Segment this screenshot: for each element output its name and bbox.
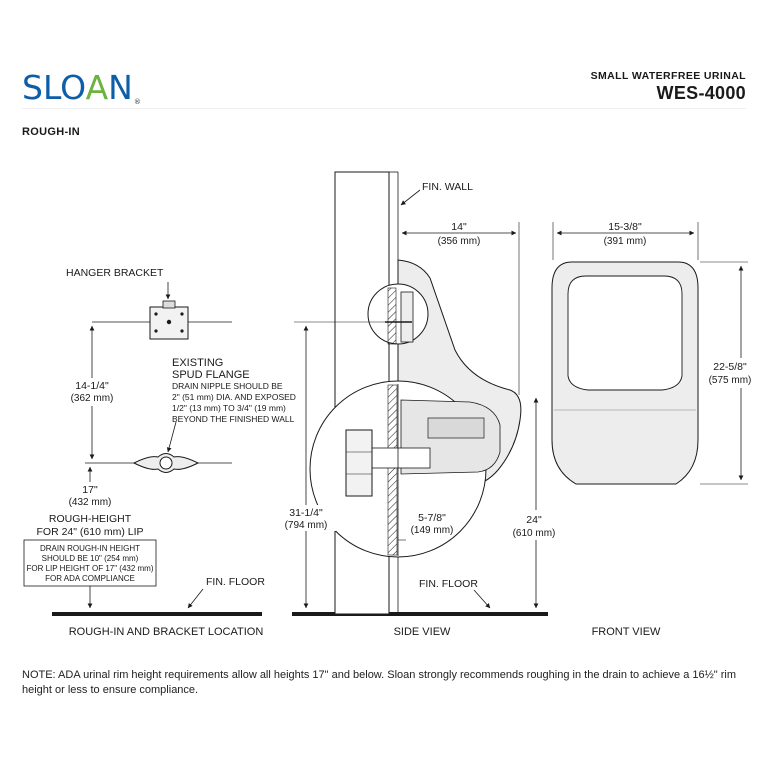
dim-5-7-8-label: 5-7/8" (418, 512, 446, 524)
ada-box-line-4: FOR ADA COMPLIANCE (45, 574, 135, 583)
dim-362-label: (362 mm) (71, 393, 114, 404)
dim-24-label: 24" (526, 514, 542, 526)
drain-note-line-2: 2" (51 mm) DIA. AND EXPOSED (172, 392, 296, 402)
registered-mark: ® (133, 98, 141, 106)
side-view: FIN. WALL 14" (356 mm) 31-1/4" (794 mm) … (276, 171, 564, 638)
urinal-front-bowl (567, 275, 683, 391)
dim-391-label: (391 mm) (604, 236, 647, 247)
dim-17-label: 17" (82, 484, 98, 496)
dim-15-3-8-label: 15-3/8" (608, 221, 642, 233)
drain-note-line-3: 1/2" (13 mm) TO 3/4" (19 mm) (172, 403, 286, 413)
dim-149-label: (149 mm) (411, 525, 454, 536)
hanger-bracket-label: HANGER BRACKET (66, 267, 164, 279)
rough-height-label-1: ROUGH-HEIGHT (49, 513, 132, 525)
fin-wall-label: FIN. WALL (422, 181, 473, 193)
ada-note: NOTE: ADA urinal rim height requirements… (22, 669, 737, 696)
dim-31-1-4-label: 31-1/4" (289, 507, 323, 519)
caption-side-view: SIDE VIEW (394, 626, 451, 638)
product-model: WES-4000 (656, 83, 746, 103)
logo-accent-letter: A (85, 68, 109, 107)
ada-box-line-1: DRAIN ROUGH-IN HEIGHT (40, 544, 140, 553)
drain-fitting-icon (345, 429, 373, 497)
bracket-detail-circle (367, 283, 429, 345)
fin-floor-left-label: FIN. FLOOR (206, 576, 265, 588)
ada-box-line-2: SHOULD BE 10" (254 mm) (42, 554, 139, 563)
dim-794-label: (794 mm) (285, 520, 328, 531)
caption-rough-in: ROUGH-IN AND BRACKET LOCATION (69, 626, 264, 638)
rough-in-bracket-view: HANGER BRACKET EXISTING SPUD FLANGE DRAI… (23, 267, 296, 638)
dim-356-label: (356 mm) (438, 236, 481, 247)
dim-22-5-8-label: 22-5/8" (713, 361, 747, 373)
ada-box-line-3: FOR LIP HEIGHT OF 17" (432 mm) (26, 564, 153, 573)
fin-floor-mid-label: FIN. FLOOR (419, 578, 478, 590)
dim-14-label: 14" (451, 221, 467, 233)
dim-575-label: (575 mm) (709, 375, 752, 386)
drain-note-line-1: DRAIN NIPPLE SHOULD BE (172, 381, 283, 391)
drain-note-line-4: BEYOND THE FINISHED WALL (172, 414, 295, 424)
spud-flange-icon (132, 453, 200, 473)
spud-flange-label: SPUD FLANGE (172, 369, 250, 381)
caption-front-view: FRONT VIEW (592, 626, 661, 638)
hanger-bracket-icon (149, 300, 189, 340)
sloan-logo: SLOAN® (22, 71, 182, 106)
brand-name: SLOAN (22, 68, 133, 107)
dim-432-label: (432 mm) (69, 497, 112, 508)
ada-compliance-box (23, 539, 157, 587)
rough-height-label-2: FOR 24" (610 mm) LIP (36, 526, 143, 538)
dim-14-1-4-label: 14-1/4" (75, 380, 109, 392)
header-divider (22, 108, 746, 109)
existing-label: EXISTING (172, 357, 223, 369)
front-view: 15-3/8" (391 mm) 22-5/8" (575 mm) FRONT … (551, 221, 754, 638)
product-type: SMALL WATERFREE URINAL (590, 70, 746, 82)
section-title: ROUGH-IN (22, 126, 81, 138)
dim-610-label: (610 mm) (513, 528, 556, 539)
